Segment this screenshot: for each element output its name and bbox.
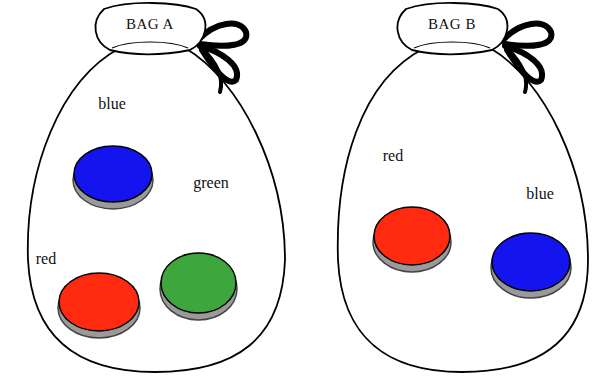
ball-shape — [372, 206, 452, 276]
ball-label: blue — [526, 185, 554, 203]
bag-drawing — [18, 0, 298, 378]
ball-label: red — [383, 147, 403, 165]
bag-drawing — [323, 0, 603, 378]
ball-circle: green — [159, 252, 236, 314]
ball-shape — [490, 232, 572, 302]
bag-label: BAG A — [126, 16, 174, 33]
ball-label: green — [193, 174, 229, 192]
ball-shape — [57, 272, 141, 342]
ball-shape — [72, 145, 154, 213]
ball-circle: blue — [490, 232, 570, 292]
bag-outline: BAG Bredblue — [323, 0, 603, 378]
ball-circle: blue — [72, 145, 152, 203]
bag-label: BAG B — [428, 16, 476, 33]
ball-circle: red — [57, 272, 139, 332]
ball-label: red — [36, 250, 56, 268]
ball-circle: red — [372, 206, 450, 266]
ball-label: blue — [98, 95, 126, 113]
ball-shape — [159, 252, 238, 324]
bag-outline: BAG Abluegreenred — [18, 0, 298, 378]
